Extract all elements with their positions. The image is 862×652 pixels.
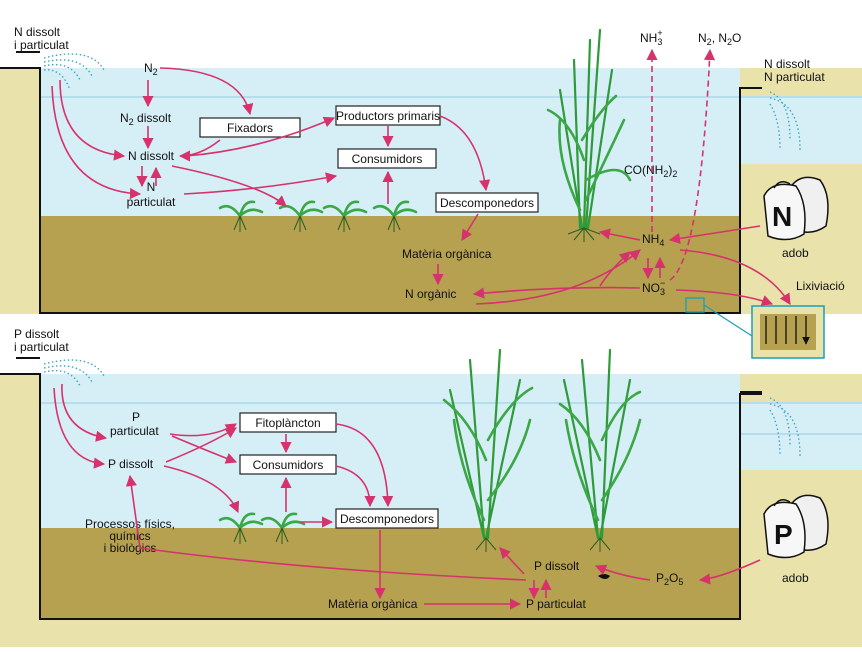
n-adob-label: adob (782, 246, 809, 260)
svg-text:Fitoplàncton: Fitoplàncton (255, 416, 320, 430)
fitoplancton-box: Fitoplàncton (239, 412, 337, 433)
n-fertilizer-bag: N adob (763, 176, 829, 260)
n-organic-label: N orgànic (405, 287, 456, 301)
water-outlet-bottom (740, 402, 862, 470)
no3-label: NO3− (642, 278, 665, 297)
lixiviacio-label: Lixiviació (796, 279, 845, 293)
svg-text:Fixadors: Fixadors (227, 121, 273, 135)
svg-text:Descomponedors: Descomponedors (440, 196, 534, 210)
n-dissolt-label: N dissolt (128, 149, 175, 163)
submerged-plants-top (218, 200, 418, 232)
phosphorus-flow-arrows (53, 383, 761, 610)
p2o5-label: P2O5 (656, 571, 683, 587)
p-particulat-sediment: P particulat (526, 597, 586, 611)
descomponedors-box-top: Descomponedors (435, 192, 539, 213)
svg-text:Consumidors: Consumidors (253, 458, 324, 472)
water-outlet-top (740, 96, 862, 164)
nitrogen-flow-arrows (51, 48, 791, 306)
emergent-plants-bottom (442, 348, 642, 552)
consumidors-box-bottom: Consumidors (239, 454, 337, 475)
nh3-label: NH3+ (640, 28, 663, 47)
sediment-top (40, 216, 740, 312)
nh4-label: NH4 (642, 232, 664, 248)
n2-dissolt-label: N2 dissolt (120, 111, 172, 127)
submerged-plants-bottom (218, 512, 306, 544)
p2o5-granule (598, 574, 610, 579)
svg-text:Descomponedors: Descomponedors (340, 512, 434, 526)
n2-n2o-label: N2, N2O (698, 31, 741, 47)
p-adob-label: adob (782, 571, 809, 585)
emergent-plant-top (546, 28, 632, 242)
svg-text:Consumidors: Consumidors (352, 152, 423, 166)
water-top (40, 68, 740, 216)
productors-primaris-box: Productors primaris (335, 105, 441, 126)
n2-label: N2 (144, 61, 158, 77)
p-dissolt-label: P dissolt (108, 457, 154, 471)
water-bottom (40, 374, 740, 528)
n-bag-letter: N (772, 201, 792, 232)
p-bag-letter: P (774, 519, 793, 550)
consumidors-box-top: Consumidors (337, 148, 437, 169)
p-dissolt-sediment: P dissolt (534, 559, 580, 573)
materia-organica-top: Matèria orgànica (402, 247, 492, 261)
materia-organica-bottom: Matèria orgànica (328, 597, 418, 611)
p-fertilizer-bag: P adob (763, 494, 829, 585)
fixadors-box: Fixadors (199, 117, 301, 138)
descomponedors-box-bottom: Descomponedors (335, 508, 439, 529)
urea-label: CO(NH2)2 (624, 163, 677, 179)
svg-text:Productors primaris: Productors primaris (336, 109, 440, 123)
